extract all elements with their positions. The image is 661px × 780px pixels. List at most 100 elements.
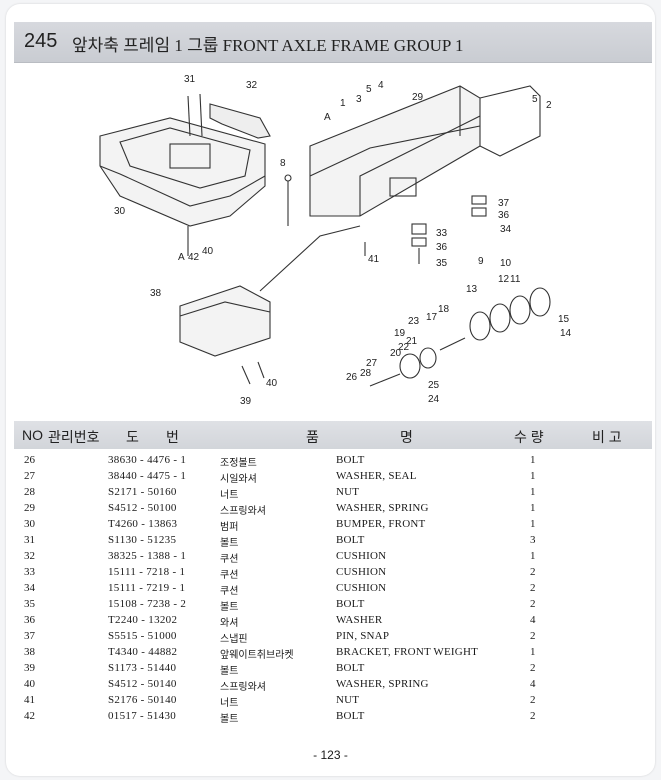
drawing-number-cell: 15111 - 7219 - 1 xyxy=(108,582,186,594)
quantity-cell: 1 xyxy=(530,518,536,530)
drawing-number-cell: 38630 - 4476 - 1 xyxy=(108,454,187,466)
english-name-cell: CUSHION xyxy=(336,550,387,562)
korean-name-cell: 스냅핀 xyxy=(220,634,248,645)
svg-text:20: 20 xyxy=(390,348,402,359)
svg-text:34: 34 xyxy=(500,224,512,235)
svg-text:5: 5 xyxy=(366,84,372,95)
svg-text:40: 40 xyxy=(266,378,278,389)
part-number-cell: 29 xyxy=(24,502,35,514)
quantity-cell: 1 xyxy=(530,502,536,514)
svg-text:18: 18 xyxy=(438,304,450,315)
svg-text:12: 12 xyxy=(498,274,510,285)
english-name-cell: WASHER, SEAL xyxy=(336,470,417,482)
korean-name-cell: 앞웨이트취브라켓 xyxy=(220,650,294,661)
svg-text:A: A xyxy=(324,112,331,123)
quantity-cell: 1 xyxy=(530,486,536,498)
table-row: 42 01517 - 51430 볼트 BOLT 2 xyxy=(14,709,652,725)
header-drawing-1: 도 xyxy=(126,429,139,445)
english-name-cell: BOLT xyxy=(336,534,365,546)
svg-text:19: 19 xyxy=(394,328,406,339)
part-number-cell: 30 xyxy=(24,518,35,530)
header-quantity: 수 량 xyxy=(514,429,544,445)
quantity-cell: 2 xyxy=(530,630,536,642)
english-name-cell: BRACKET, FRONT WEIGHT xyxy=(336,646,479,658)
part-number-cell: 28 xyxy=(24,486,35,498)
page-number: - 123 - xyxy=(313,748,348,762)
drawing-number-cell: 01517 - 51430 xyxy=(108,710,177,722)
part-number-cell: 36 xyxy=(24,614,35,626)
svg-text:35: 35 xyxy=(436,258,448,269)
drawing-number-cell: S2171 - 50160 xyxy=(108,486,177,498)
korean-name-cell: 범퍼 xyxy=(220,522,239,533)
svg-text:23: 23 xyxy=(408,316,420,327)
part-number-cell: 40 xyxy=(24,678,35,690)
english-name-cell: BOLT xyxy=(336,710,365,722)
korean-name-cell: 볼트 xyxy=(220,714,239,725)
quantity-cell: 3 xyxy=(530,534,536,546)
english-name-cell: NUT xyxy=(336,486,360,498)
part-number-cell: 42 xyxy=(24,710,35,722)
parts-illustration: 31 32 1 3 5 4 29 5 2 8 30 A 37 36 34 33 … xyxy=(99,74,572,407)
quantity-cell: 2 xyxy=(530,710,536,722)
svg-text:41: 41 xyxy=(368,254,380,265)
svg-text:24: 24 xyxy=(428,394,440,405)
english-name-cell: PIN, SNAP xyxy=(336,630,390,642)
header-part-2: 명 xyxy=(400,429,413,445)
quantity-cell: 2 xyxy=(530,582,536,594)
svg-text:42: 42 xyxy=(188,252,200,263)
drawing-number-cell: S5515 - 51000 xyxy=(108,630,177,642)
drawing-number-cell: T4340 - 44882 xyxy=(108,646,178,658)
english-name-cell: CUSHION xyxy=(336,582,387,594)
korean-name-cell: 볼트 xyxy=(220,602,239,613)
drawing-number-cell: 38325 - 1388 - 1 xyxy=(108,550,187,562)
quantity-cell: 2 xyxy=(530,566,536,578)
svg-text:33: 33 xyxy=(436,228,448,239)
korean-name-cell: 스프링와셔 xyxy=(220,682,266,693)
svg-text:39: 39 xyxy=(240,396,252,407)
svg-text:32: 32 xyxy=(246,80,258,91)
part-number-cell: 33 xyxy=(24,566,35,578)
svg-text:17: 17 xyxy=(426,312,438,323)
header-no: NO xyxy=(22,427,43,443)
svg-text:2: 2 xyxy=(546,100,552,111)
quantity-cell: 2 xyxy=(530,694,536,706)
english-name-cell: NUT xyxy=(336,694,360,706)
svg-text:37: 37 xyxy=(498,198,510,209)
part-number-cell: 41 xyxy=(24,694,35,706)
quantity-cell: 2 xyxy=(530,598,536,610)
korean-name-cell: 와셔 xyxy=(220,618,239,629)
header-remarks: 비 고 xyxy=(592,429,622,445)
section-number: 245 xyxy=(24,30,58,52)
part-number-cell: 39 xyxy=(24,662,35,674)
english-name-cell: WASHER, SPRING xyxy=(336,502,429,514)
korean-name-cell: 조정볼트 xyxy=(220,458,257,469)
korean-name-cell: 볼트 xyxy=(220,538,239,549)
svg-text:4: 4 xyxy=(378,80,384,91)
part-number-cell: 27 xyxy=(24,470,35,482)
english-name-cell: WASHER, SPRING xyxy=(336,678,429,690)
english-name-cell: WASHER xyxy=(336,614,383,626)
svg-text:26: 26 xyxy=(346,372,358,383)
section-title: 앞차축 프레임 1 그룹 FRONT AXLE FRAME GROUP 1 xyxy=(72,36,464,55)
svg-text:1: 1 xyxy=(340,98,346,109)
svg-text:36: 36 xyxy=(436,242,448,253)
section-title-bar: 245 앞차축 프레임 1 그룹 FRONT AXLE FRAME GROUP … xyxy=(14,22,652,63)
korean-name-cell: 스프링와셔 xyxy=(220,506,266,517)
svg-text:36: 36 xyxy=(498,210,510,221)
drawing-number-cell: T4260 - 13863 xyxy=(108,518,178,530)
header-management-no: 관리번호 xyxy=(48,429,100,445)
svg-text:31: 31 xyxy=(184,74,196,85)
exploded-parts-diagram: 31 32 1 3 5 4 29 5 2 8 30 A 37 36 34 33 … xyxy=(60,66,620,416)
quantity-cell: 1 xyxy=(530,550,536,562)
svg-text:28: 28 xyxy=(360,368,372,379)
svg-text:13: 13 xyxy=(466,284,478,295)
